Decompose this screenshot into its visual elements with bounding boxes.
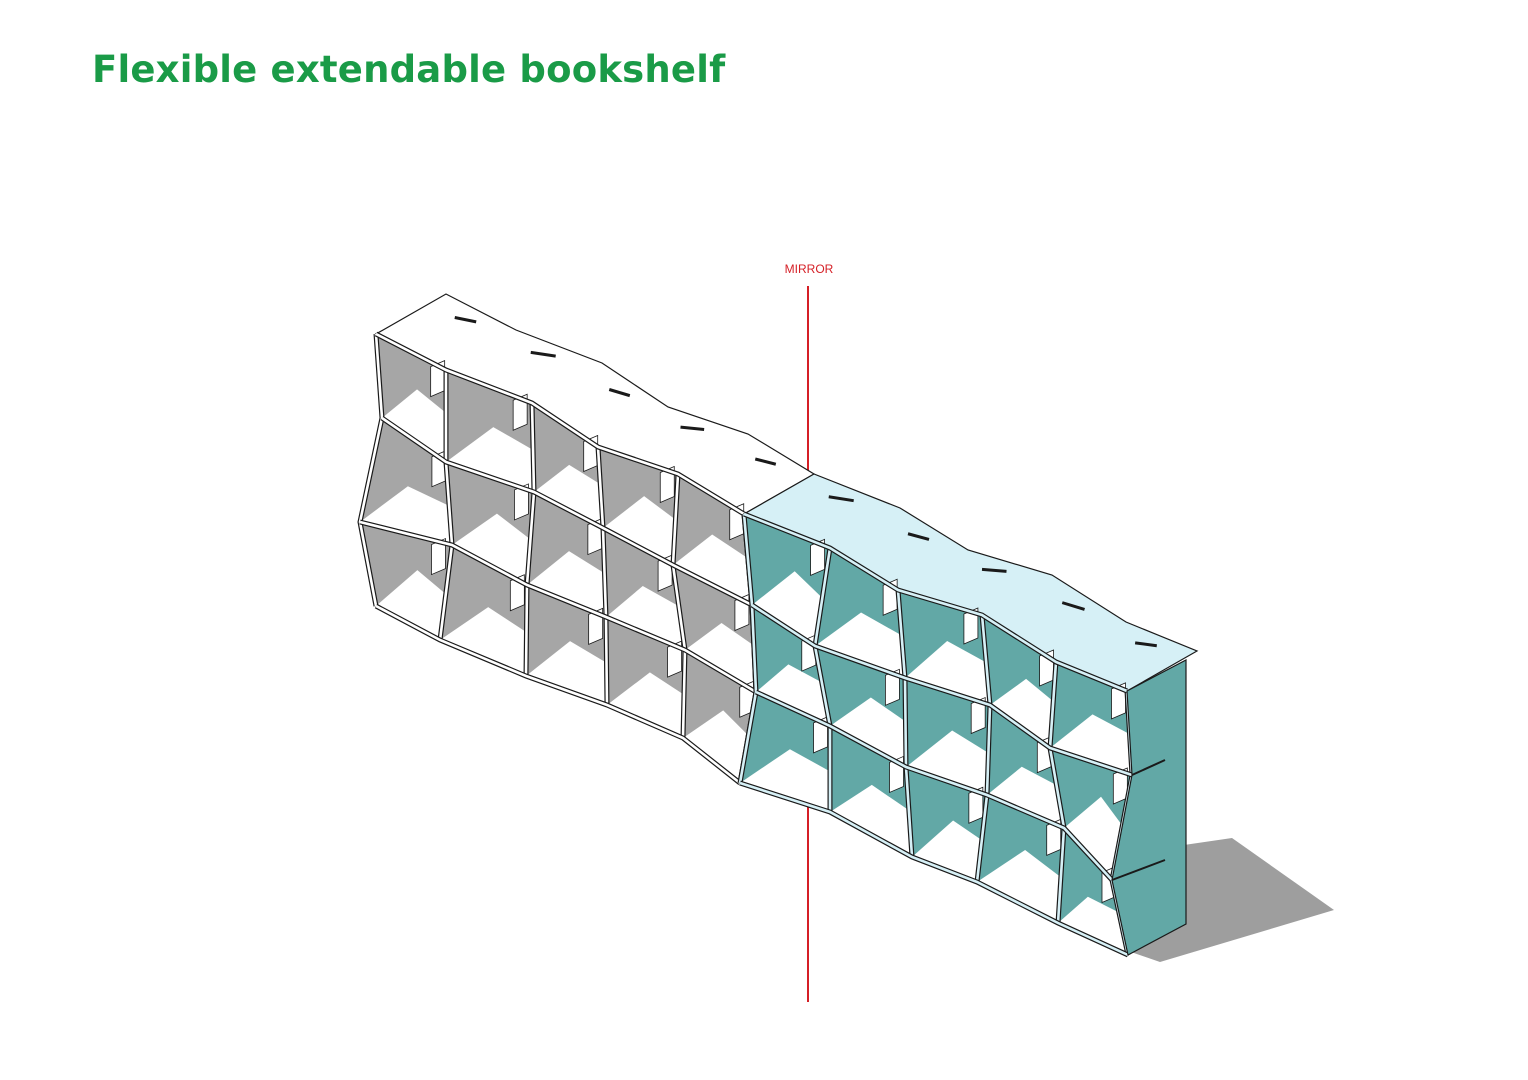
- top-slot: [828, 495, 854, 503]
- shelf-board-face: [755, 690, 1113, 881]
- top-slot: [608, 388, 631, 398]
- divider-board-face: [1048, 661, 1066, 924]
- shelf-board-face: [359, 520, 757, 694]
- shelf-board-face: [381, 416, 753, 607]
- shelf-board-face: [375, 332, 745, 516]
- divider-board-face: [738, 513, 758, 784]
- top-slot: [1061, 601, 1085, 611]
- back-opening: [667, 640, 682, 678]
- mirror-label: MIRROR: [785, 262, 834, 276]
- divider-board-face: [438, 370, 454, 641]
- divider-board-face: [358, 333, 384, 607]
- divider-board-face: [975, 614, 992, 883]
- divider-board-face: [896, 589, 914, 858]
- top-slot: [530, 350, 556, 358]
- top-slot: [981, 567, 1007, 573]
- divider-board-face: [671, 473, 687, 739]
- page-title: Flexible extendable bookshelf: [92, 48, 726, 91]
- shelf-board-face: [743, 512, 1128, 693]
- divider-board-face: [813, 547, 832, 812]
- back-opening: [588, 607, 604, 645]
- divider-board-face: [596, 446, 609, 706]
- shelf-board-face: [375, 604, 741, 785]
- top-slot: [454, 316, 477, 324]
- top-slot: [907, 532, 930, 541]
- shelf-board-face: [751, 603, 1133, 777]
- top-slot: [754, 457, 777, 466]
- top-slot: [1134, 641, 1157, 648]
- top-slot: [680, 425, 705, 432]
- side-slot: [1131, 759, 1166, 776]
- back-opening: [512, 393, 528, 431]
- right-mirrored-module: [737, 473, 1199, 958]
- back-opening: [1111, 682, 1126, 720]
- divider-board-face: [524, 402, 536, 677]
- side-slot: [1111, 859, 1166, 881]
- left-bookshelf-module: [357, 293, 816, 785]
- back-opening: [885, 668, 900, 706]
- shelf-board-face: [739, 781, 1129, 957]
